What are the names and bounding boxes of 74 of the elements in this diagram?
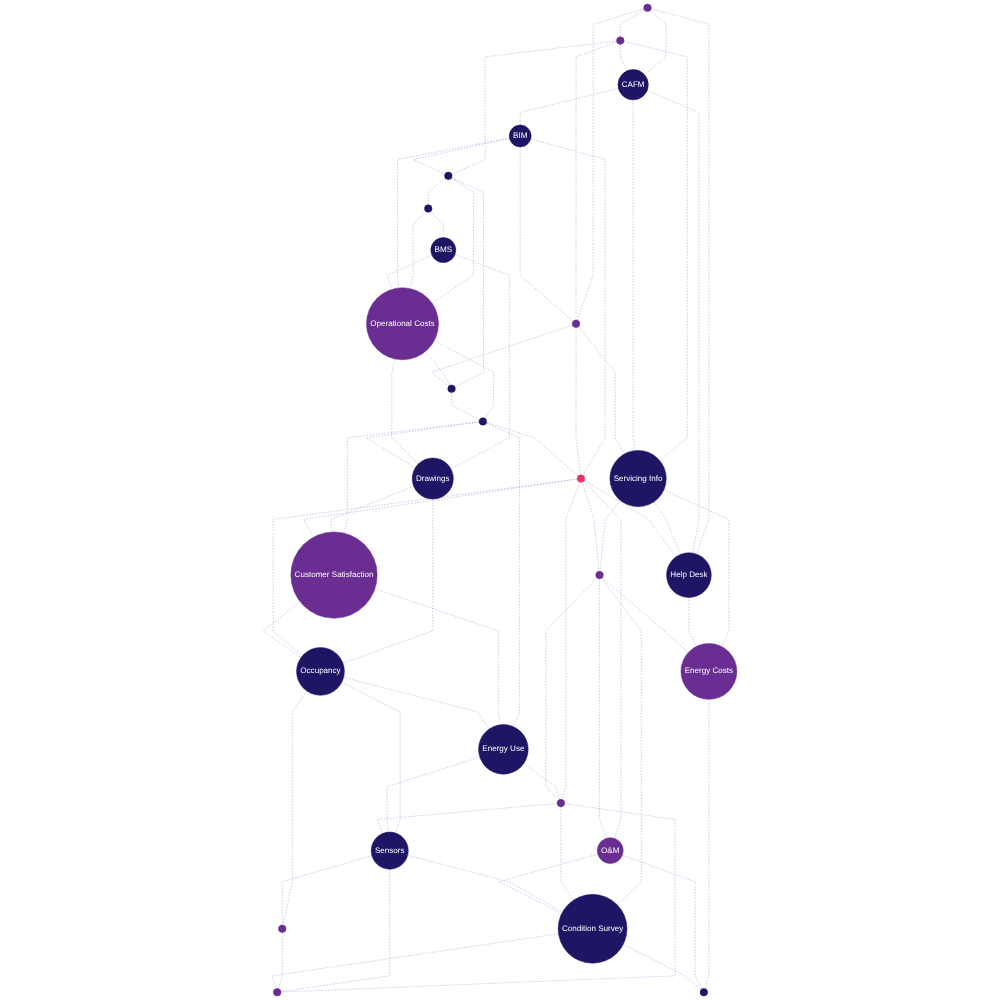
node-circle: [616, 36, 625, 45]
connector: [583, 480, 677, 558]
connector: [578, 326, 625, 455]
connector: [519, 88, 619, 126]
connector: [650, 8, 710, 555]
connector: [386, 756, 480, 833]
connector: [599, 500, 621, 572]
connector: [646, 90, 700, 554]
connector: [430, 211, 444, 238]
connector: [280, 868, 390, 992]
connector: [451, 392, 480, 420]
node-circle: [699, 988, 708, 997]
connector: [303, 478, 578, 538]
node-circle: [273, 988, 282, 997]
connector: [623, 944, 702, 990]
connector: [451, 40, 617, 175]
connector: [376, 803, 558, 834]
connector: [486, 422, 520, 727]
connector: [602, 577, 689, 653]
connector: [688, 597, 697, 647]
connector: [450, 254, 510, 470]
node-circle: [478, 417, 487, 426]
connector: [387, 254, 433, 290]
connector: [519, 146, 574, 322]
node-circle: [595, 571, 604, 580]
connector: [278, 932, 283, 989]
connector: [486, 422, 579, 477]
node-circle: [447, 384, 456, 393]
connector: [620, 44, 628, 72]
connector: [428, 178, 446, 206]
connector: [644, 10, 667, 76]
connector: [272, 478, 578, 657]
connector: [653, 501, 681, 555]
connector: [663, 489, 730, 647]
node-circle: [424, 204, 433, 213]
connector: [581, 481, 600, 572]
connector: [271, 933, 559, 989]
connector: [599, 578, 607, 839]
connector: [280, 803, 676, 993]
connector: [575, 41, 617, 321]
connector: [409, 211, 426, 289]
node-circle: [643, 3, 652, 12]
connector: [545, 577, 598, 801]
node-circle: [572, 319, 581, 328]
connector: [577, 8, 645, 321]
connector: [407, 855, 563, 913]
connector: [523, 763, 561, 800]
connector: [412, 138, 510, 175]
connector: [622, 854, 703, 990]
node-circle: [444, 171, 453, 180]
connector: [530, 138, 606, 476]
connector: [601, 577, 642, 906]
connector: [391, 358, 419, 465]
connector: [451, 177, 484, 388]
connector: [583, 481, 622, 839]
connector: [374, 588, 501, 725]
connector: [343, 677, 490, 730]
connector: [431, 324, 573, 387]
connector: [434, 340, 494, 419]
connector: [620, 9, 645, 37]
connector: [560, 806, 574, 901]
connector: [342, 498, 434, 664]
node-circle: [278, 924, 287, 933]
connector: [330, 485, 414, 533]
connector: [425, 351, 450, 386]
connector: [498, 853, 598, 914]
connector: [623, 41, 688, 461]
connector: [561, 481, 580, 800]
node-circle: [556, 799, 565, 808]
connector: [282, 690, 308, 926]
connector: [397, 137, 510, 289]
node-circle: [576, 474, 585, 483]
connector: [282, 855, 373, 926]
connector: [341, 682, 401, 834]
